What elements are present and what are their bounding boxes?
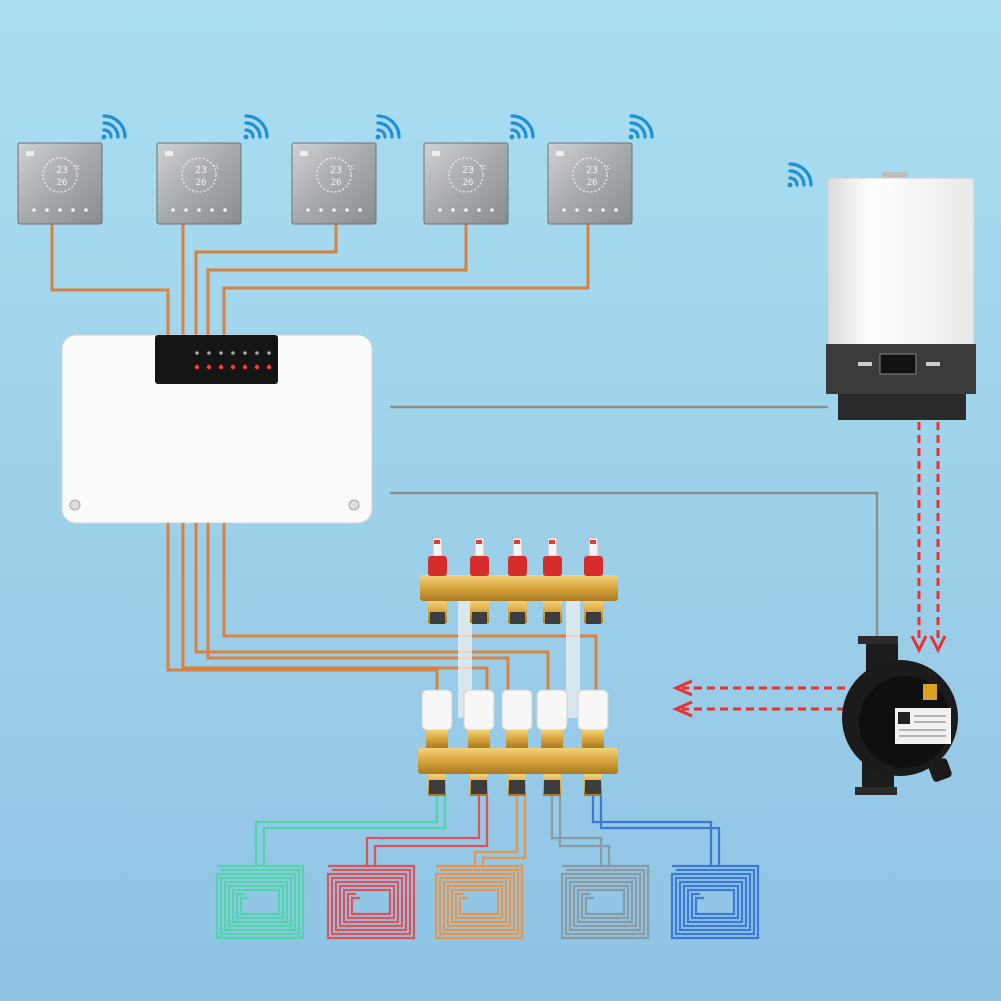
- thermostat-button[interactable]: [45, 208, 49, 212]
- thermostat-room-temp: 26: [331, 178, 342, 188]
- thermostat-unit: °C: [604, 165, 610, 171]
- wifi-icons: [101, 114, 813, 188]
- thermostat-button[interactable]: [223, 208, 227, 212]
- flow-arrows: [682, 422, 940, 711]
- flow-meter-valve[interactable]: [470, 537, 489, 624]
- actuator-wire-2: [181, 523, 489, 690]
- thermostat-3[interactable]: 23 °C 26: [291, 142, 377, 225]
- actuator-wire-4: [206, 523, 510, 690]
- thermostat-group: 23 °C 26 23 °C 26 23 °C 26 23 °C 26 23 °C 26: [17, 142, 633, 225]
- thermostat-button[interactable]: [575, 208, 579, 212]
- thermostat-button[interactable]: [306, 208, 310, 212]
- thermostat-unit: °C: [480, 165, 486, 171]
- circulation-pump[interactable]: [842, 636, 958, 795]
- heating-loop-2: [326, 796, 489, 940]
- wire-thermostat-4: [206, 224, 468, 338]
- heating-loop-1: [215, 796, 447, 940]
- heating-loop-3: [434, 796, 527, 940]
- thermostat-set-temp: 23: [195, 165, 207, 176]
- thermostat-4[interactable]: 23 °C 26: [423, 142, 509, 225]
- thermostat-unit: °C: [213, 165, 219, 171]
- pump-signal-line: [390, 491, 879, 645]
- thermostat-button[interactable]: [358, 208, 362, 212]
- thermostat-button[interactable]: [451, 208, 455, 212]
- actuator-wire-5: [222, 523, 598, 690]
- thermostat-button[interactable]: [210, 208, 214, 212]
- flow-meter-valve[interactable]: [584, 537, 603, 624]
- thermostat-1[interactable]: 23 °C 26: [17, 142, 103, 225]
- thermostat-button[interactable]: [562, 208, 566, 212]
- manifold[interactable]: [418, 537, 618, 796]
- valve-actuator[interactable]: [536, 689, 568, 796]
- thermostat-button[interactable]: [614, 208, 618, 212]
- thermostat-button[interactable]: [197, 208, 201, 212]
- valve-actuator[interactable]: [421, 689, 453, 796]
- signal-lines: [390, 405, 879, 645]
- actuator-wires: [166, 523, 598, 690]
- valve-actuator[interactable]: [501, 689, 533, 796]
- thermostat-button[interactable]: [319, 208, 323, 212]
- thermostat-button[interactable]: [601, 208, 605, 212]
- wifi-icon: [101, 114, 127, 140]
- boiler-display: [879, 353, 917, 375]
- control-box[interactable]: [61, 334, 373, 524]
- actuator-wire-1: [166, 523, 439, 690]
- thermostat-2[interactable]: 23 °C 26: [156, 142, 242, 225]
- thermostat-button[interactable]: [184, 208, 188, 212]
- flow-meter-valve[interactable]: [428, 537, 447, 624]
- actuator-wire-3: [194, 523, 550, 690]
- thermostat-room-temp: 26: [57, 178, 68, 188]
- wifi-icon: [243, 114, 269, 140]
- thermostat-button[interactable]: [345, 208, 349, 212]
- thermostat-button[interactable]: [477, 208, 481, 212]
- wire-thermostat-5: [222, 224, 590, 338]
- heating-loop-4: [550, 796, 650, 940]
- thermostat-button[interactable]: [438, 208, 442, 212]
- thermostat-set-temp: 23: [586, 165, 598, 176]
- thermostat-wires: [50, 224, 590, 338]
- boiler[interactable]: [826, 172, 976, 420]
- valve-actuator[interactable]: [577, 689, 609, 796]
- thermostat-button[interactable]: [171, 208, 175, 212]
- wifi-icon: [628, 114, 654, 140]
- thermostat-button[interactable]: [332, 208, 336, 212]
- wifi-icon: [509, 114, 535, 140]
- control-box-panel: [155, 335, 278, 384]
- wifi-icon: [787, 162, 813, 188]
- thermostat-room-temp: 26: [587, 178, 598, 188]
- thermostat-room-temp: 26: [196, 178, 207, 188]
- thermostat-button[interactable]: [588, 208, 592, 212]
- wire-thermostat-1: [50, 224, 170, 338]
- thermostat-button[interactable]: [71, 208, 75, 212]
- valve-actuator[interactable]: [463, 689, 495, 796]
- flow-arrowheads: [672, 635, 947, 718]
- thermostat-button[interactable]: [464, 208, 468, 212]
- flow-meter-valve[interactable]: [508, 537, 527, 624]
- thermostat-set-temp: 23: [330, 165, 342, 176]
- wire-thermostat-3: [194, 224, 338, 338]
- thermostat-unit: °C: [348, 165, 354, 171]
- flow-meter-valve[interactable]: [543, 537, 562, 624]
- control-box-leds: [194, 351, 272, 370]
- wifi-icon: [375, 114, 401, 140]
- thermostat-button[interactable]: [32, 208, 36, 212]
- thermostat-button[interactable]: [490, 208, 494, 212]
- thermostat-set-temp: 23: [56, 165, 68, 176]
- thermostat-button[interactable]: [58, 208, 62, 212]
- heating-loop-5: [591, 796, 760, 940]
- thermostat-room-temp: 26: [463, 178, 474, 188]
- heating-loops: [215, 796, 760, 940]
- thermostat-button[interactable]: [84, 208, 88, 212]
- thermostat-unit: °C: [74, 165, 80, 171]
- thermostat-set-temp: 23: [462, 165, 474, 176]
- thermostat-5[interactable]: 23 °C 26: [547, 142, 633, 225]
